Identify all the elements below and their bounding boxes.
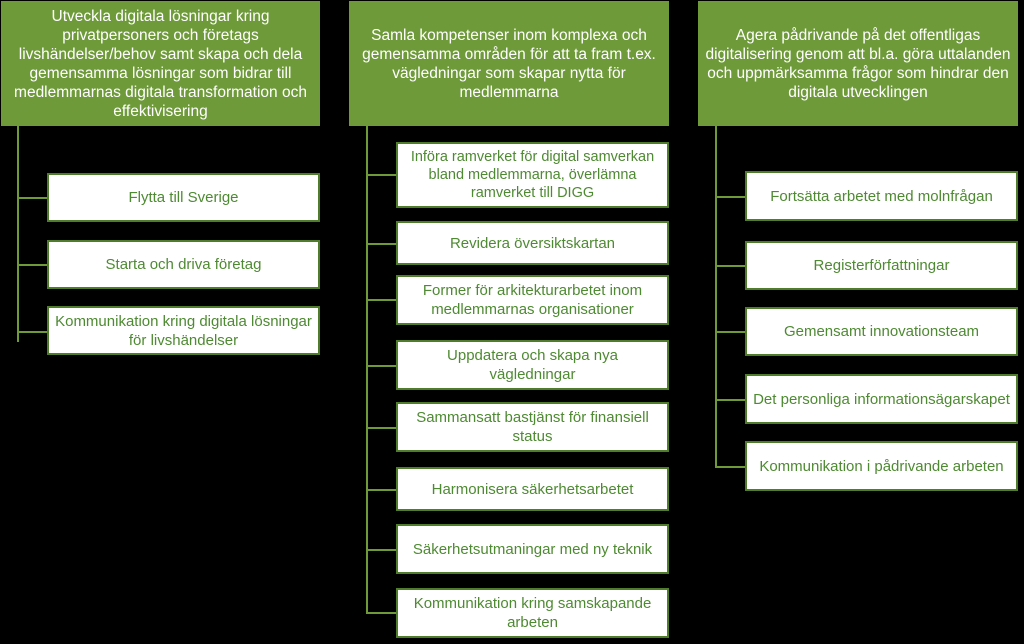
connector [366, 489, 396, 491]
item-label: Gemensamt innovationsteam [783, 323, 980, 340]
item-label: Uppdatera och skapa nya vägledningar [447, 347, 618, 383]
column-2-item: Införa ramverket för digital samverkan b… [396, 142, 669, 208]
item-label: Det personliga informationsägarskapet [753, 390, 1010, 408]
item-label: Införa ramverket för digital samverkan b… [410, 149, 655, 201]
item-label: Harmonisera säkerhetsarbetet [431, 480, 634, 498]
column-2-item: Harmonisera säkerhetsarbetet [396, 467, 669, 511]
column-3-connector [715, 126, 717, 467]
column-2-connector [366, 126, 368, 612]
column-2-item: Sammansatt bastjänst för finansiell stat… [396, 402, 669, 452]
item-label: Revidera översiktskartan [449, 234, 616, 252]
column-3-item: Det personliga informationsägarskapet [745, 374, 1018, 424]
column-3-item: Kommunikation i pådrivande arbeten [745, 441, 1018, 491]
column-2-item: Kommunikation kring samskapande arbeten [396, 588, 669, 638]
connector [366, 243, 396, 245]
connector [366, 174, 396, 176]
column-2-item: Former för arkitekturarbetet inom medlem… [396, 275, 669, 325]
column-1-header: Utveckla digitala lösningar kring privat… [1, 1, 320, 126]
column-2-item: Revidera översiktskartan [396, 221, 669, 265]
connector [17, 331, 47, 333]
connector [17, 264, 47, 266]
column-3-item: Gemensamt innovationsteam [745, 307, 1018, 356]
column-2-header-text: Samla kompetenser inom komplexa och geme… [362, 26, 656, 101]
connector [366, 299, 396, 301]
item-label: Former för arkitekturarbetet inom medlem… [422, 282, 643, 318]
item-label: Registerförfattningar [813, 257, 950, 274]
item-label: Säkerhetsutmaningar med ny teknik [412, 540, 653, 558]
column-1-item: Starta och driva företag [47, 240, 320, 289]
column-1-header-text: Utveckla digitala lösningar kring privat… [14, 7, 307, 120]
connector [715, 466, 745, 468]
column-3-item: Registerförfattningar [745, 241, 1018, 290]
connector [715, 399, 745, 401]
column-2-item: Uppdatera och skapa nya vägledningar [396, 340, 669, 390]
column-2-header: Samla kompetenser inom komplexa och geme… [349, 1, 669, 126]
item-label: Kommunikation i pådrivande arbeten [759, 457, 1004, 475]
column-1-connector [17, 126, 19, 342]
column-3-header-text: Agera pådrivande på det offentligas digi… [705, 26, 1011, 101]
column-1-item: Kommunikation kring digitala lösningar f… [47, 306, 320, 355]
item-label: Fortsätta arbetet med molnfrågan [770, 187, 993, 205]
item-label: Starta och driva företag [105, 256, 262, 273]
item-label: Kommunikation kring digitala lösningar f… [55, 312, 312, 349]
connector [366, 549, 396, 551]
item-label: Kommunikation kring samskapande arbeten [413, 595, 652, 631]
connector [715, 196, 745, 198]
connector [715, 331, 745, 333]
item-label: Sammansatt bastjänst för finansiell stat… [416, 409, 649, 445]
connector [715, 265, 745, 267]
column-2-item: Säkerhetsutmaningar med ny teknik [396, 524, 669, 574]
connector [366, 612, 396, 614]
column-3-item: Fortsätta arbetet med molnfrågan [745, 171, 1018, 221]
item-label: Flytta till Sverige [128, 189, 239, 206]
column-3-header: Agera pådrivande på det offentligas digi… [698, 1, 1018, 126]
column-1-item: Flytta till Sverige [47, 173, 320, 222]
connector [366, 365, 396, 367]
connector [17, 197, 47, 199]
connector [366, 427, 396, 429]
